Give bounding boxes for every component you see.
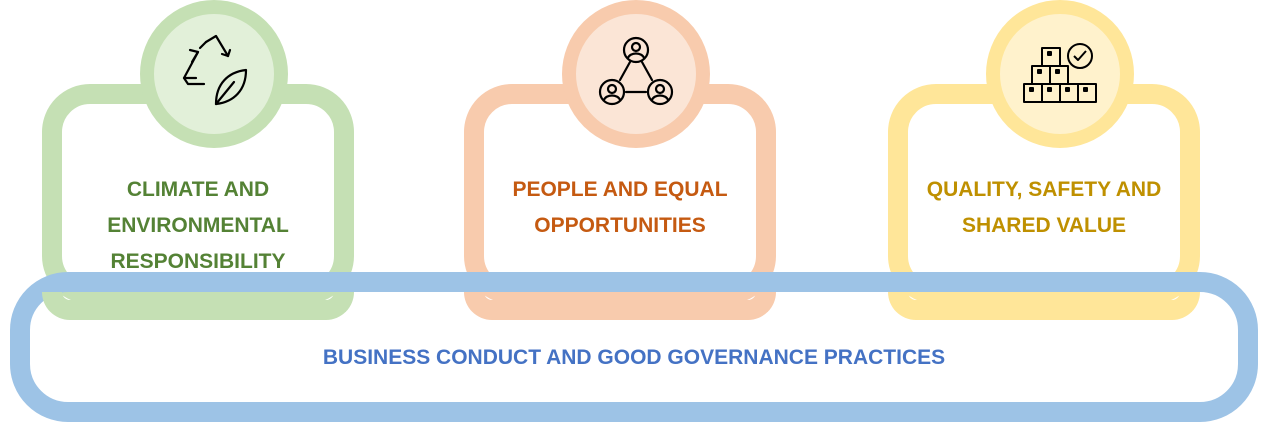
pillar-quality-label: QUALITY, SAFETY AND SHARED VALUE: [926, 178, 1162, 237]
governance-band: [10, 272, 1258, 422]
pillar-climate: CLIMATE AND ENVIRONMENTAL RESPONSIBILITY: [42, 84, 354, 304]
pillar-people-overlap: [464, 292, 776, 320]
people-network-icon: [562, 0, 710, 148]
pillar-climate-label: CLIMATE AND ENVIRONMENTAL RESPONSIBILITY: [107, 178, 289, 273]
governance-label: BUSINESS CONDUCT AND GOOD GOVERNANCE PRA…: [322, 346, 946, 369]
boxes-check-icon: [986, 0, 1134, 148]
pillar-climate-overlap: [42, 292, 354, 320]
recycle-leaf-icon: [140, 0, 288, 148]
pillar-people-label: PEOPLE AND EQUAL OPPORTUNITIES: [512, 178, 728, 237]
pillar-quality-overlap: [888, 292, 1200, 320]
